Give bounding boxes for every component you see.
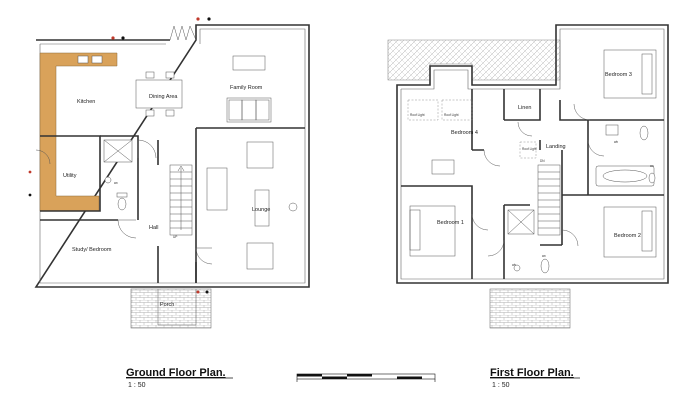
- room-label-dining: Dining Area: [149, 94, 178, 100]
- label-roof-light-1: Roof Light: [410, 113, 425, 117]
- room-label-porch: Porch: [160, 302, 174, 308]
- room-label-utility: Utility: [63, 173, 77, 179]
- room-label-bedroom3: Bedroom 3: [605, 72, 632, 78]
- stair-label-up: UP: [173, 235, 177, 239]
- scale-bar: [296, 373, 436, 382]
- label-wc-bath: wc: [650, 164, 654, 168]
- label-wb-ensuite: wb: [512, 263, 516, 267]
- label-roof-light-3: Roof Light: [522, 147, 537, 151]
- room-label-study: Study/ Bedroom: [72, 247, 112, 253]
- room-label-landing: Landing: [546, 144, 566, 150]
- room-label-lounge: Lounge: [252, 207, 270, 213]
- room-label-kitchen: Kitchen: [77, 99, 95, 105]
- room-label-bedroom1: Bedroom 1: [437, 220, 464, 226]
- room-label-linen: Linen: [518, 105, 531, 111]
- first-floor-scale: 1 : 50: [492, 382, 510, 389]
- label-roof-light-2: Roof Light: [444, 113, 459, 117]
- first-floor-plan: Bedroom 4 Linen Landing Bedroom 3 Bedroo…: [387, 24, 669, 329]
- room-label-hall: Hall: [149, 225, 158, 231]
- ground-floor-title: Ground Floor Plan.: [126, 367, 226, 379]
- label-wc-ensuite: wc: [542, 254, 546, 258]
- room-label-wc: wc: [114, 181, 118, 185]
- ground-floor-plan: Kitchen Dining Area Family Room Utility …: [28, 17, 310, 329]
- stair-label-dn: DN: [540, 159, 545, 163]
- room-label-bedroom4: Bedroom 4: [451, 130, 478, 136]
- label-wb-bath: wb: [614, 140, 618, 144]
- first-floor-title: First Floor Plan.: [490, 367, 574, 379]
- room-label-bedroom2: Bedroom 2: [614, 233, 641, 239]
- ground-stairs: [169, 164, 193, 236]
- ground-floor-scale: 1 : 50: [128, 382, 146, 389]
- first-stairs: [537, 164, 561, 236]
- room-label-family: Family Room: [230, 85, 263, 91]
